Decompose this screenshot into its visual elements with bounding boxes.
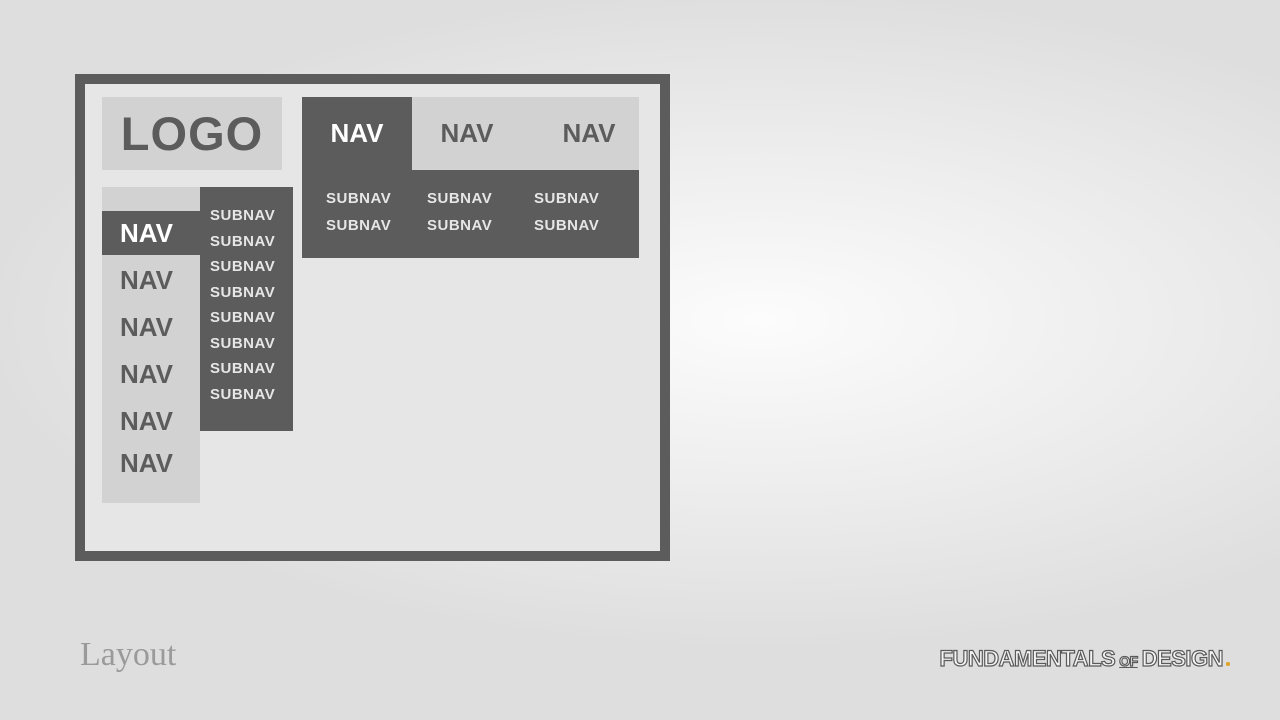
side-nav-item-2: NAV xyxy=(120,265,173,295)
top-subnav-dropdown: SUBNAV SUBNAV SUBNAV SUBNAV SUBNAV SUBNA… xyxy=(302,170,639,258)
brand-word-3: DESIGN xyxy=(1141,645,1224,671)
side-nav-item-4: NAV xyxy=(120,359,173,389)
top-nav-item-2: NAV xyxy=(440,118,494,148)
side-nav-item-3: NAV xyxy=(120,312,173,342)
side-subnav-item: SUBNAV xyxy=(210,360,276,377)
top-subnav-item: SUBNAV xyxy=(534,217,600,234)
side-subnav-item: SUBNAV xyxy=(210,284,276,301)
top-subnav-item: SUBNAV xyxy=(326,217,392,234)
side-nav-item-6: NAV xyxy=(120,448,173,478)
side-subnav-item: SUBNAV xyxy=(210,207,276,224)
slide-caption: Layout xyxy=(80,636,177,673)
side-subnav-item: SUBNAV xyxy=(210,386,276,403)
side-subnav-item: SUBNAV xyxy=(210,233,276,250)
side-subnav-flyout: SUBNAV SUBNAV SUBNAV SUBNAV SUBNAV SUBNA… xyxy=(200,187,293,431)
top-subnav-item: SUBNAV xyxy=(326,190,392,207)
top-nav-bar: NAV NAV NAV xyxy=(302,97,639,170)
layout-wireframe: LOGO NAV NAV NAV SUBNAV SUBNAV SUBNAV SU… xyxy=(75,74,670,561)
logo-block: LOGO xyxy=(102,97,282,170)
top-subnav-item: SUBNAV xyxy=(534,190,600,207)
top-subnav-item: SUBNAV xyxy=(427,190,493,207)
side-subnav-item: SUBNAV xyxy=(210,335,276,352)
side-subnav-item: SUBNAV xyxy=(210,309,276,326)
top-nav-item-3: NAV xyxy=(562,118,616,148)
brand-word-2: OF xyxy=(1119,652,1139,669)
side-nav-item-5: NAV xyxy=(120,406,173,436)
top-subnav-item: SUBNAV xyxy=(427,217,493,234)
side-subnav-item: SUBNAV xyxy=(210,258,276,275)
side-nav-column: NAV NAV NAV NAV NAV NAV xyxy=(102,187,200,503)
side-nav-item-1: NAV xyxy=(102,211,200,255)
brand-dot-icon xyxy=(1226,662,1230,666)
brand-word-1: FUNDAMENTALS xyxy=(939,645,1116,671)
top-nav-item-1: NAV xyxy=(302,97,412,170)
